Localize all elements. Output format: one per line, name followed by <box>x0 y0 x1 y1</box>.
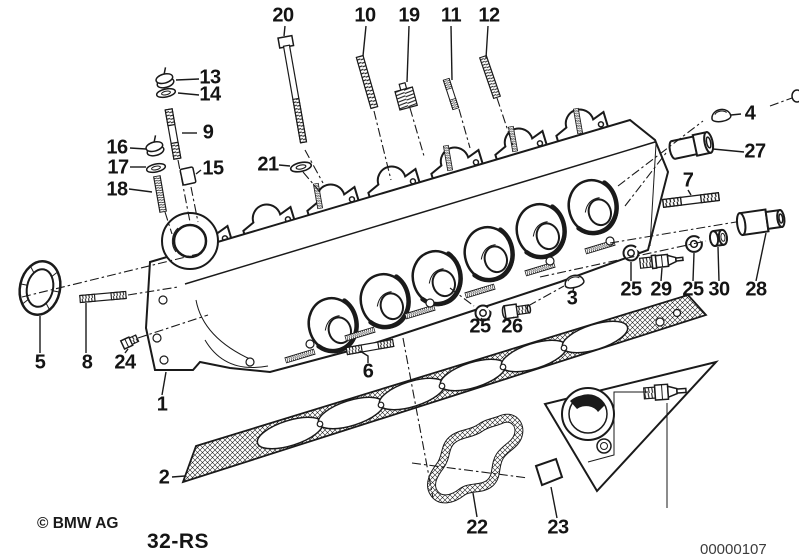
callout-27: 27 <box>744 140 766 163</box>
profile-gasket-22 <box>427 413 524 504</box>
callout-9: 9 <box>202 121 214 144</box>
callout-19: 19 <box>398 4 420 27</box>
callout-2: 2 <box>158 466 170 489</box>
sleeve-28 <box>735 208 786 237</box>
bolt-20 <box>277 34 308 144</box>
callout-18: 18 <box>106 178 128 201</box>
callout-13: 13 <box>199 66 221 89</box>
connection-housing-23 <box>534 360 719 493</box>
leader-lines <box>39 25 767 519</box>
plug-screw-24 <box>119 334 140 351</box>
stud-18 <box>153 175 167 213</box>
callout-25: 25 <box>469 315 491 338</box>
callout-15: 15 <box>202 157 224 180</box>
callout-11: 11 <box>440 4 462 27</box>
stud-10 <box>355 54 379 110</box>
stud-11 <box>442 77 460 111</box>
washer-17 <box>145 161 167 175</box>
shaft-seal-5 <box>18 260 62 316</box>
callout-12: 12 <box>478 4 500 27</box>
callout-14: 14 <box>199 83 221 106</box>
screw-plug-30 <box>708 228 729 248</box>
temperature-switch-29 <box>638 253 684 270</box>
sleeve-27 <box>668 131 715 160</box>
callout-10: 10 <box>354 4 376 27</box>
callout-21: 21 <box>257 153 279 176</box>
callout-20: 20 <box>272 4 294 27</box>
callout-28: 28 <box>745 278 767 301</box>
washer-14 <box>155 86 177 100</box>
callout-30: 30 <box>708 278 730 301</box>
callout-22: 22 <box>466 516 488 539</box>
callout-5: 5 <box>34 351 46 374</box>
doc-number: 00000107 <box>700 541 767 558</box>
callout-17: 17 <box>107 156 129 179</box>
callout-23: 23 <box>547 516 569 539</box>
copyright-text: © BMW AG <box>37 515 119 532</box>
callout-1: 1 <box>156 393 168 416</box>
callout-26: 26 <box>501 315 523 338</box>
callout-7: 7 <box>682 169 694 192</box>
stud-12 <box>479 54 501 100</box>
head-gasket <box>181 293 708 484</box>
callout-6: 6 <box>362 360 374 383</box>
callout-8: 8 <box>81 351 93 374</box>
nut-16 <box>142 133 166 159</box>
nut-13 <box>152 65 176 91</box>
callout-24: 24 <box>114 351 136 374</box>
section-code: 32-RS <box>147 530 210 553</box>
threaded-plug-19 <box>394 81 419 111</box>
stud-8 <box>79 290 127 304</box>
center-lines <box>21 97 793 499</box>
temperature-sensor <box>643 383 687 401</box>
callout-25: 25 <box>682 278 704 301</box>
washer-21 <box>289 159 313 175</box>
screw-fitting-26 <box>501 303 532 320</box>
callout-25: 25 <box>620 278 642 301</box>
callout-4: 4 <box>744 102 756 125</box>
washer-edge <box>791 89 799 103</box>
callout-3: 3 <box>566 287 578 310</box>
cap-plug-4 <box>709 107 733 124</box>
cylinder-head <box>144 101 670 374</box>
lock-washer-25c <box>684 234 705 254</box>
callout-16: 16 <box>106 136 128 159</box>
callout-29: 29 <box>650 278 672 301</box>
stud-9 <box>164 108 182 160</box>
